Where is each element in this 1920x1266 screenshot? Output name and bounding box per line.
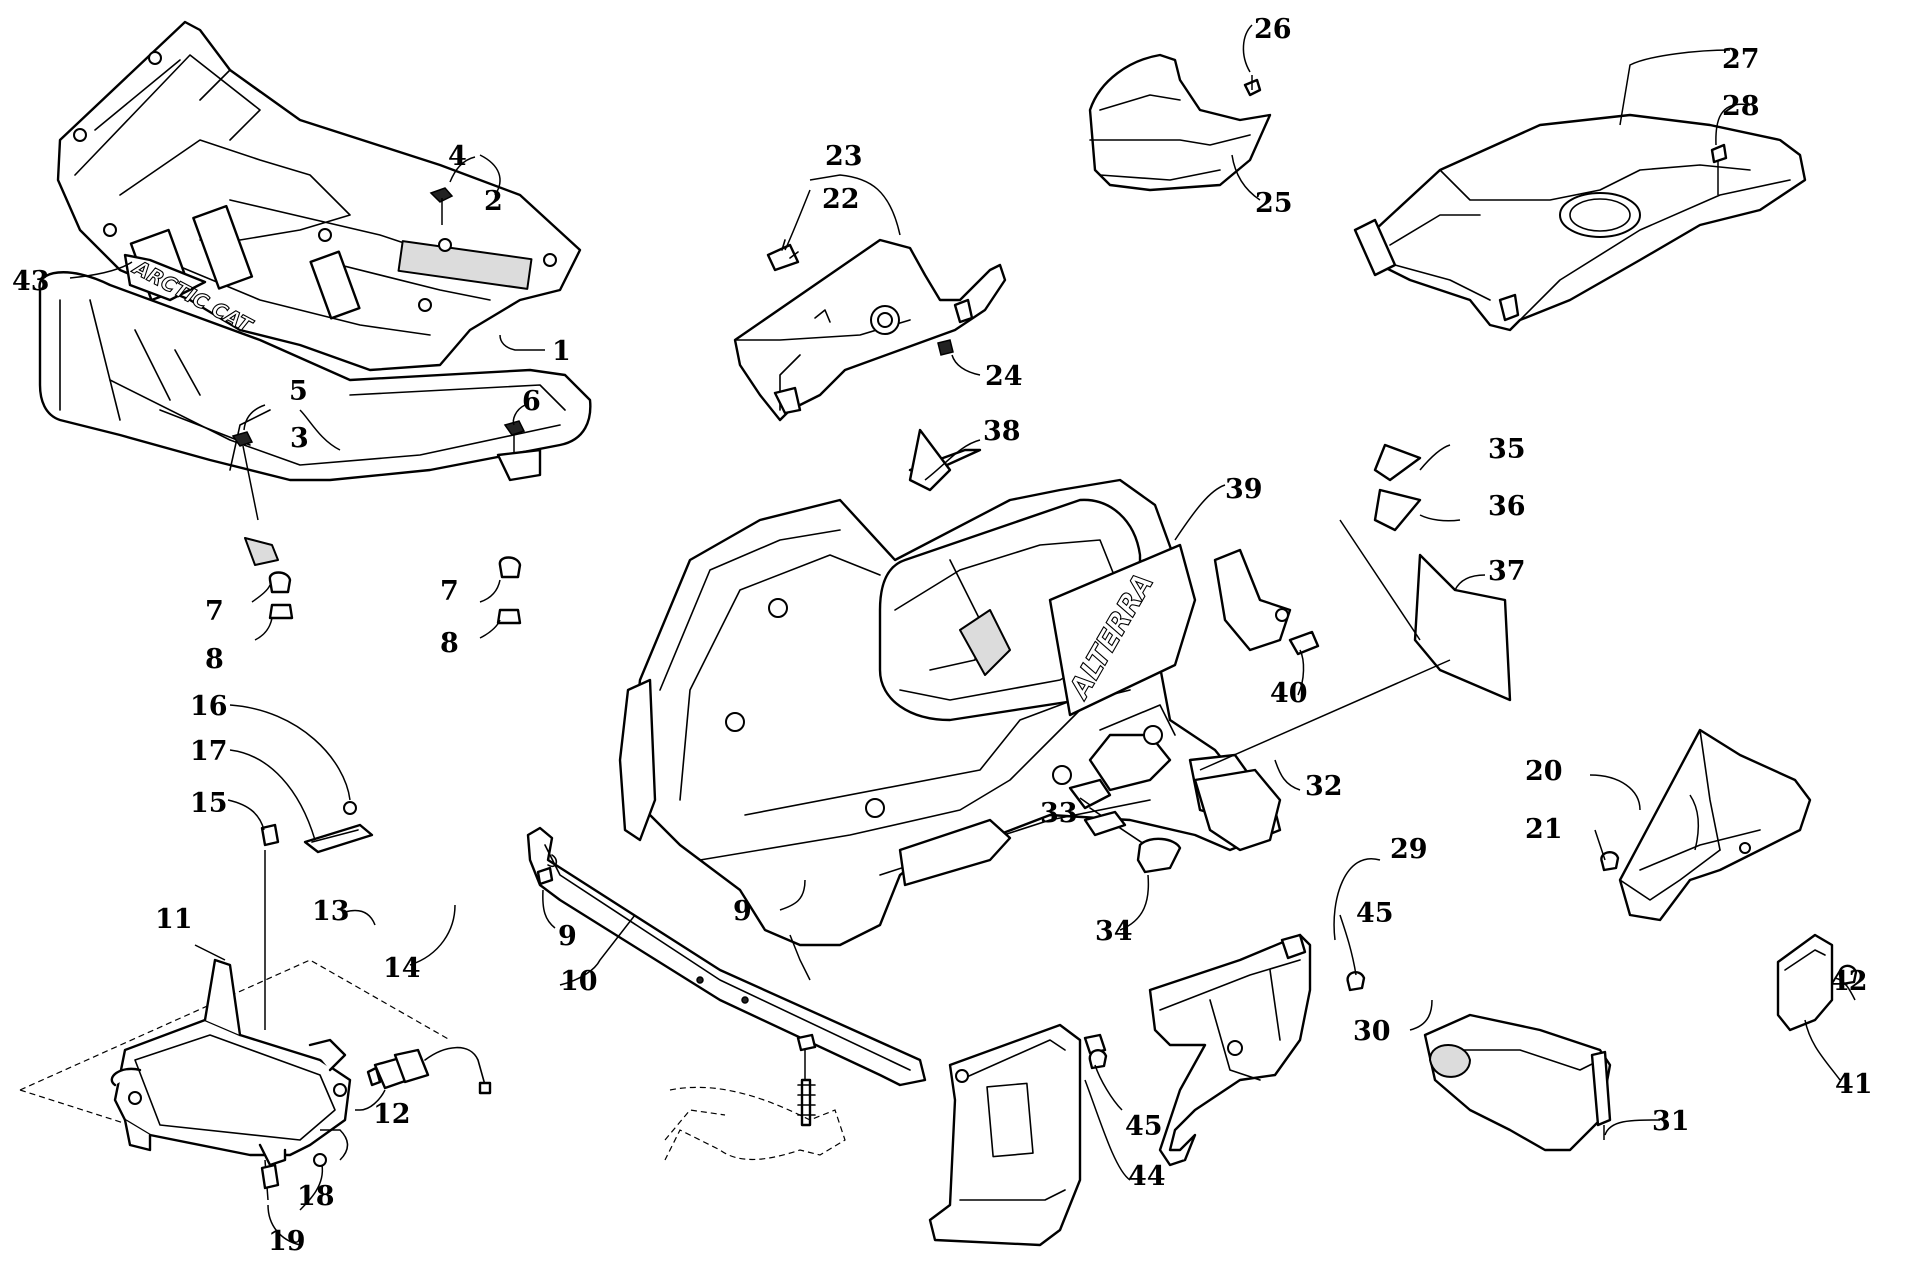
callout-4: 4 [448,141,467,172]
callout-12: 12 [373,1099,411,1130]
callout-34: 34 [1095,916,1133,947]
callout-30: 30 [1353,1016,1391,1047]
callout-18: 18 [297,1181,335,1212]
callout-38: 38 [983,416,1021,447]
callout-26: 26 [1254,14,1292,45]
callout-33: 33 [1040,798,1078,829]
front-support-bar [526,826,927,1161]
headlight-assembly [19,850,451,1201]
callout-17: 17 [190,736,228,767]
bulb-socket [366,1046,492,1095]
callout-15: 15 [190,788,228,819]
callout-43: 43 [12,266,50,297]
callout-7-right: 7 [440,576,459,607]
rear-fender [1353,113,1807,332]
rack-hardware [231,187,542,625]
callout-45-right: 45 [1356,898,1394,929]
callout-45-left: 45 [1125,1111,1163,1142]
access-cover [1776,933,1858,1032]
callout-19: 19 [268,1226,306,1257]
callout-14: 14 [383,953,421,984]
callout-36: 36 [1488,491,1526,522]
callout-5: 5 [289,376,308,407]
front-bumper [38,271,592,566]
callout-10: 10 [560,966,598,997]
callout-13: 13 [312,896,350,927]
side-panel [733,238,1007,422]
seat-cover [1088,53,1272,192]
side-cover-right [1600,728,1812,922]
callout-44: 44 [1128,1161,1166,1192]
callout-23: 23 [825,141,863,172]
callout-22: 22 [822,184,860,215]
callout-27: 27 [1722,44,1760,75]
callout-8-left: 8 [205,644,224,675]
lower-cover [1423,1013,1612,1152]
leader-lines [69,24,1856,1246]
front-body-panel: ALTERRA [618,478,1320,947]
callout-28: 28 [1722,91,1760,122]
callout-31: 31 [1652,1106,1690,1137]
clips-and-screws [260,801,374,1190]
callout-7-left: 7 [205,596,224,627]
callout-2: 2 [484,186,503,217]
callout-6: 6 [522,386,541,417]
callout-9-right: 9 [733,896,752,927]
decals [908,428,1512,771]
callout-labels: 43 4 2 1 5 3 6 7 7 8 8 16 17 15 11 13 14… [12,14,1873,1257]
callout-3: 3 [290,423,309,454]
panel-hardware [1068,778,1182,874]
callout-9-left: 9 [558,921,577,952]
front-rack: ARCTIC CAT [56,20,582,372]
callout-1: 1 [552,336,571,367]
callout-11: 11 [155,904,193,935]
callout-25: 25 [1255,188,1293,219]
callout-35: 35 [1488,434,1526,465]
callout-41: 41 [1835,1069,1873,1100]
callout-24: 24 [985,361,1023,392]
callout-40: 40 [1270,678,1308,709]
callout-29: 29 [1390,834,1428,865]
callout-20: 20 [1525,756,1563,787]
callout-32: 32 [1305,771,1343,802]
callout-16: 16 [190,691,228,722]
callout-42: 42 [1830,966,1868,997]
callout-37: 37 [1488,556,1526,587]
callout-39: 39 [1225,474,1263,505]
callout-21: 21 [1525,814,1563,845]
callout-8-right: 8 [440,628,459,659]
splash-guard [928,1023,1108,1247]
inner-panel [1148,933,1366,1167]
